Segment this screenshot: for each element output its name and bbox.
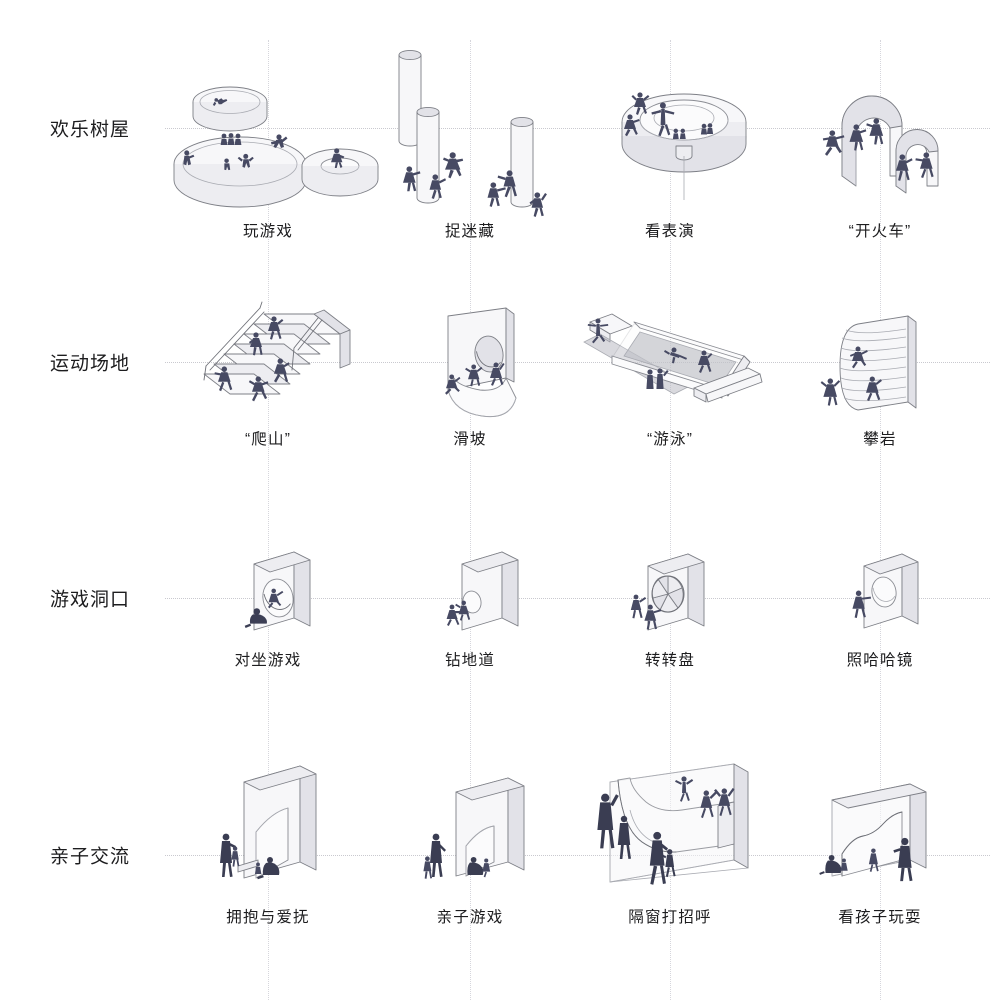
- scene-watch-wall: [810, 780, 970, 890]
- caption-climb-mountain: “爬山”: [244, 431, 292, 448]
- caption-watch-kids-play: 看孩子玩耍: [838, 909, 922, 926]
- row-guide-4: [165, 855, 990, 856]
- row-label-sports-ground: 运动场地: [50, 353, 131, 375]
- scene-arch-gates: [812, 80, 972, 194]
- row-guide-2: [165, 362, 990, 363]
- row-label-parent-child: 亲子交流: [50, 846, 131, 868]
- caption-slide: 滑坡: [453, 431, 487, 448]
- scene-round-platforms: [168, 58, 379, 208]
- row-guide-1: [165, 128, 990, 129]
- scene-round-stage: [602, 70, 772, 205]
- caption-parent-child-play: 亲子游戏: [436, 909, 504, 926]
- caption-hug-and-caress: 拥抱与爱抚: [226, 909, 310, 926]
- row-label-happy-treehouse: 欢乐树屋: [50, 119, 131, 141]
- scene-oval-hole-box: [232, 542, 344, 642]
- col-guide-3: [670, 40, 671, 1000]
- caption-watch-show: 看表演: [644, 223, 696, 240]
- scene-arch-niche-wall: [412, 770, 562, 890]
- scene-tall-columns: [383, 42, 563, 217]
- caption-swim: “游泳”: [646, 431, 694, 448]
- caption-hide-and-seek: 捉迷藏: [444, 223, 496, 240]
- col-guide-4: [880, 40, 881, 1000]
- scene-pinwheel-box: [622, 546, 734, 642]
- row-guide-3: [165, 598, 990, 599]
- caption-greet-through-window: 隔窗打招呼: [628, 909, 712, 926]
- scene-window-wall: [592, 762, 772, 894]
- scene-tunnel-box: [436, 542, 548, 642]
- scene-ball-pool: [572, 300, 767, 412]
- row-label-play-holes: 游戏洞口: [50, 589, 131, 611]
- caption-crawl-tunnel: 钻地道: [444, 652, 496, 669]
- caption-funhouse-mirror: 照哈哈镜: [846, 652, 914, 669]
- scene-wide-stair: [192, 300, 367, 422]
- scene-curved-slide: [424, 302, 544, 422]
- scene-hug-wall: [204, 760, 364, 890]
- caption-play-games: 玩游戏: [242, 223, 294, 240]
- scene-climb-wall: [820, 302, 954, 424]
- caption-face-to-face: 对坐游戏: [234, 652, 302, 669]
- col-guide-2: [470, 40, 471, 1000]
- scene-mirror-box: [836, 546, 948, 642]
- col-guide-1: [268, 40, 269, 1000]
- caption-drive-train: “开火车”: [848, 223, 912, 240]
- caption-rock-climb: 攀岩: [863, 431, 897, 448]
- caption-spin-wheel: 转转盘: [644, 652, 696, 669]
